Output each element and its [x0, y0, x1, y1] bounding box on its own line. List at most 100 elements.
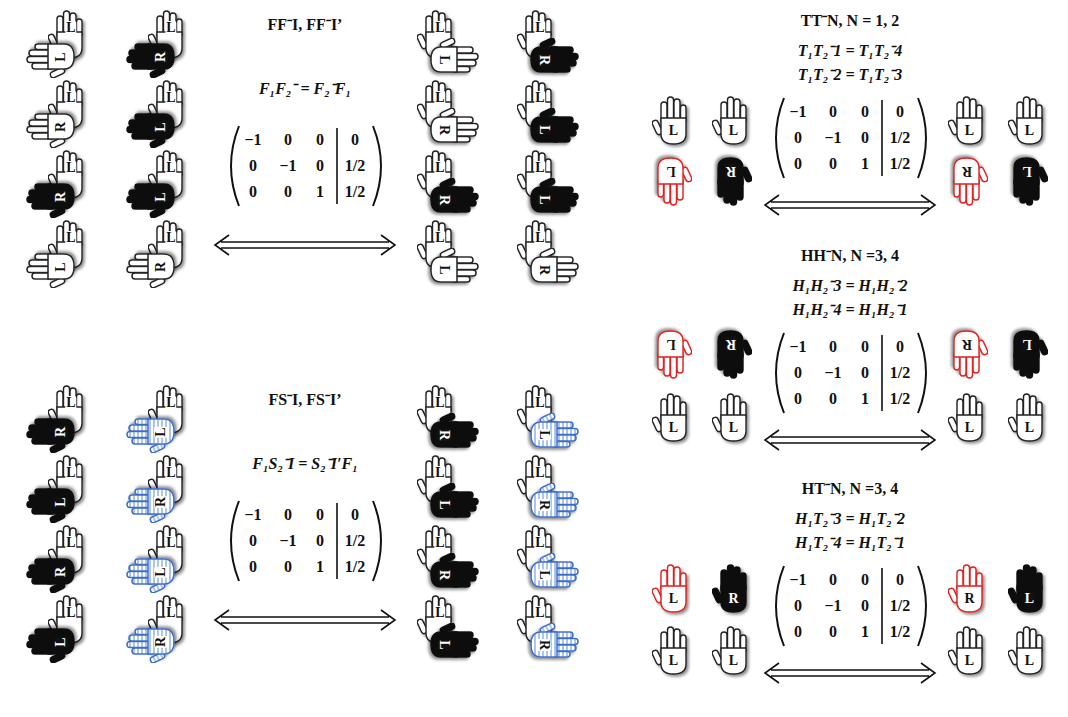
matrix-entry: −1 [244, 506, 261, 524]
hand-letter: R [437, 568, 451, 580]
hand-letter: L [165, 21, 176, 35]
hand-letter: L [534, 161, 545, 175]
hand-letter: L [434, 606, 445, 620]
hand-figure [27, 184, 74, 219]
hand-figure [711, 97, 746, 144]
hand-letter: R [537, 638, 551, 650]
hand-letter: L [668, 654, 679, 668]
hand-figure [127, 254, 174, 289]
hand-letter: R [154, 635, 168, 647]
matrix-separator [336, 128, 338, 204]
hand-letter: L [728, 654, 739, 668]
hand-letter: L [154, 566, 168, 577]
hand-figure [1007, 565, 1042, 612]
hand-letter: L [1021, 164, 1032, 178]
hand-letter: L [154, 426, 168, 437]
matrix-entry: 0 [794, 155, 802, 173]
matrix-entry: 0 [861, 364, 869, 382]
hand-letter: R [727, 592, 739, 606]
hand-figure [127, 184, 174, 219]
matrix-entry: 0 [284, 558, 292, 576]
matrix-entry: 0 [794, 129, 802, 147]
hand-letter: R [960, 164, 972, 178]
panel-title: FS⁻I, FS⁻I’ [268, 388, 341, 410]
hand-letter: L [65, 606, 76, 620]
hand-letter: R [537, 498, 551, 510]
hand-figure [954, 331, 989, 378]
panel-title: HT⁻N, N =3, 4 [802, 477, 898, 499]
hand-letter: L [54, 51, 68, 62]
matrix-entry: 0 [861, 103, 869, 121]
hand-letter: L [65, 536, 76, 550]
matrix-separator [881, 100, 883, 176]
hand-figure [27, 489, 74, 524]
hand-letter: R [437, 193, 451, 205]
hand-figure [947, 394, 982, 441]
hand-letter: L [165, 231, 176, 245]
matrix-entry: 0 [829, 338, 837, 356]
matrix-entry: −1 [789, 103, 806, 121]
matrix-entry: −1 [244, 131, 261, 149]
hand-letter: L [54, 636, 68, 647]
hand-figure [127, 629, 174, 664]
hand-letter: L [1024, 654, 1035, 668]
matrix-entry: 0 [896, 571, 904, 589]
double-arrow [215, 610, 395, 630]
hand-letter: L [728, 421, 739, 435]
matrix-entry: 1 [861, 390, 869, 408]
matrix-entry: 1/2 [890, 623, 910, 641]
hand-letter: L [537, 194, 551, 205]
matrix-entry: 1/2 [890, 364, 910, 382]
matrix-entry: 1 [861, 623, 869, 641]
hand-figure [127, 489, 174, 524]
hand-letter: R [154, 260, 168, 272]
hand-letter: L [964, 124, 975, 138]
hand-letter: L [437, 264, 451, 275]
matrix-entry: 0 [861, 129, 869, 147]
matrix-entry: 1/2 [890, 129, 910, 147]
matrix-entry: 0 [829, 103, 837, 121]
matrix-entry: 0 [794, 364, 802, 382]
hand-figure [1007, 394, 1042, 441]
matrix-entry: 0 [861, 597, 869, 615]
matrix-entry: −1 [824, 364, 841, 382]
hand-letter: L [534, 21, 545, 35]
panel-title: FF⁻I, FF⁻I’ [268, 13, 343, 35]
double-arrow [765, 430, 935, 450]
hand-letter: L [54, 496, 68, 507]
double-arrow [765, 663, 935, 683]
matrix-entry: 0 [249, 532, 257, 550]
matrix-entry: 1/2 [345, 157, 365, 175]
matrix-entry: 1/2 [890, 597, 910, 615]
matrix-separator [881, 335, 883, 411]
matrix-entry: 1/2 [890, 390, 910, 408]
matrix-entry: 0 [829, 390, 837, 408]
hand-letter: L [434, 396, 445, 410]
hand-letter: L [1021, 337, 1032, 351]
hand-letter: L [1024, 592, 1035, 606]
matrix-entry: 0 [284, 131, 292, 149]
matrix-entry: 0 [829, 155, 837, 173]
hand-letter: R [54, 120, 68, 132]
hand-figure [947, 627, 982, 674]
hand-figure [531, 622, 578, 657]
hand-figure [531, 412, 578, 447]
hand-letter: L [437, 499, 451, 510]
matrix-entry: 0 [316, 131, 324, 149]
hand-letter: R [154, 50, 168, 62]
matrix-bracket [776, 566, 784, 646]
matrix-entry: 1/2 [890, 155, 910, 173]
hand-figure [531, 552, 578, 587]
hand-letter: R [724, 337, 736, 351]
hand-letter: R [960, 337, 972, 351]
hand-letter: L [534, 231, 545, 245]
hand-figure [431, 107, 478, 142]
hand-letter: L [728, 124, 739, 138]
matrix-entry: 0 [896, 103, 904, 121]
hand-letter: R [54, 190, 68, 202]
matrix-entry: 0 [829, 571, 837, 589]
equation: F₁S₂⁻I = S₂⁻I′F₁ [252, 452, 358, 474]
hand-letter: L [537, 429, 551, 440]
double-arrow [765, 195, 935, 215]
hand-figure [1007, 97, 1042, 144]
